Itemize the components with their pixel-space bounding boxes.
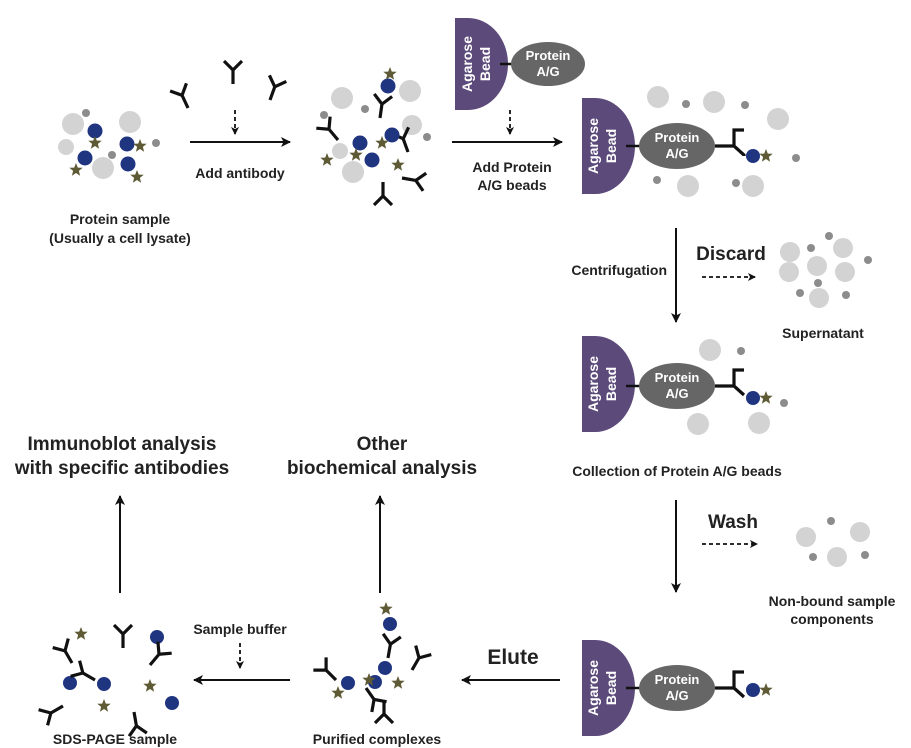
svg-text:Bead: Bead xyxy=(603,129,619,163)
svg-text:Agarose: Agarose xyxy=(585,118,601,174)
bead-complex-2: Agarose Bead Protein A/G xyxy=(582,336,788,435)
sds-page-cluster xyxy=(36,623,179,738)
agarose-bead-reagent: Agarose Bead Protein A/G xyxy=(455,18,585,110)
supernatant-label: Supernatant xyxy=(782,325,864,341)
protein-sample-cluster xyxy=(58,109,160,183)
svg-text:Bead: Bead xyxy=(603,671,619,705)
protein-ag-label-2: A/G xyxy=(536,64,559,79)
add-protein-label: Add Protein xyxy=(472,159,551,175)
purified-complexes-cluster xyxy=(311,602,433,725)
svg-text:Agarose: Agarose xyxy=(585,356,601,412)
elute-label: Elute xyxy=(487,646,538,669)
svg-text:Bead: Bead xyxy=(603,367,619,401)
protein-sample-sublabel: (Usually a cell lysate) xyxy=(49,230,191,246)
svg-text:A/G: A/G xyxy=(665,146,688,161)
protein-sample-label: Protein sample xyxy=(70,211,171,227)
svg-text:A/G: A/G xyxy=(665,386,688,401)
nonbound-cluster xyxy=(796,517,870,567)
svg-text:A/G: A/G xyxy=(665,688,688,703)
centrifugation-label: Centrifugation xyxy=(571,262,667,278)
svg-text:Protein: Protein xyxy=(655,130,700,145)
collection-label: Collection of Protein A/G beads xyxy=(572,463,782,479)
immunoblot-label: Immunoblot analysis xyxy=(28,434,217,455)
free-antibodies xyxy=(168,59,288,114)
svg-text:Agarose: Agarose xyxy=(585,660,601,716)
nonbound-label: Non-bound sample xyxy=(769,593,896,609)
bead-complex-3: Agarose Bead Protein A/G xyxy=(582,640,773,736)
purified-label: Purified complexes xyxy=(313,731,442,747)
bead-complex-1: Agarose Bead Protein A/G xyxy=(582,86,800,197)
svg-text:Protein: Protein xyxy=(655,370,700,385)
other-analysis-sublabel: biochemical analysis xyxy=(287,458,477,479)
bead-label-1: Agarose xyxy=(459,36,475,92)
immunoblot-sublabel: with specific antibodies xyxy=(14,458,229,479)
svg-text:Protein: Protein xyxy=(655,672,700,687)
bead-label-2: Bead xyxy=(477,47,493,81)
antibody-mixture xyxy=(314,67,431,207)
other-analysis-label: Other xyxy=(357,434,408,455)
nonbound-sublabel: components xyxy=(790,611,873,627)
wash-label: Wash xyxy=(708,512,758,533)
sds-page-label: SDS-PAGE sample xyxy=(53,731,177,747)
protein-ag-label-1: Protein xyxy=(526,48,571,63)
discard-label: Discard xyxy=(696,244,766,265)
sample-buffer-label: Sample buffer xyxy=(193,621,287,637)
add-protein-sublabel: A/G beads xyxy=(477,177,546,193)
add-antibody-label: Add antibody xyxy=(195,165,285,181)
supernatant-cluster xyxy=(779,232,872,308)
